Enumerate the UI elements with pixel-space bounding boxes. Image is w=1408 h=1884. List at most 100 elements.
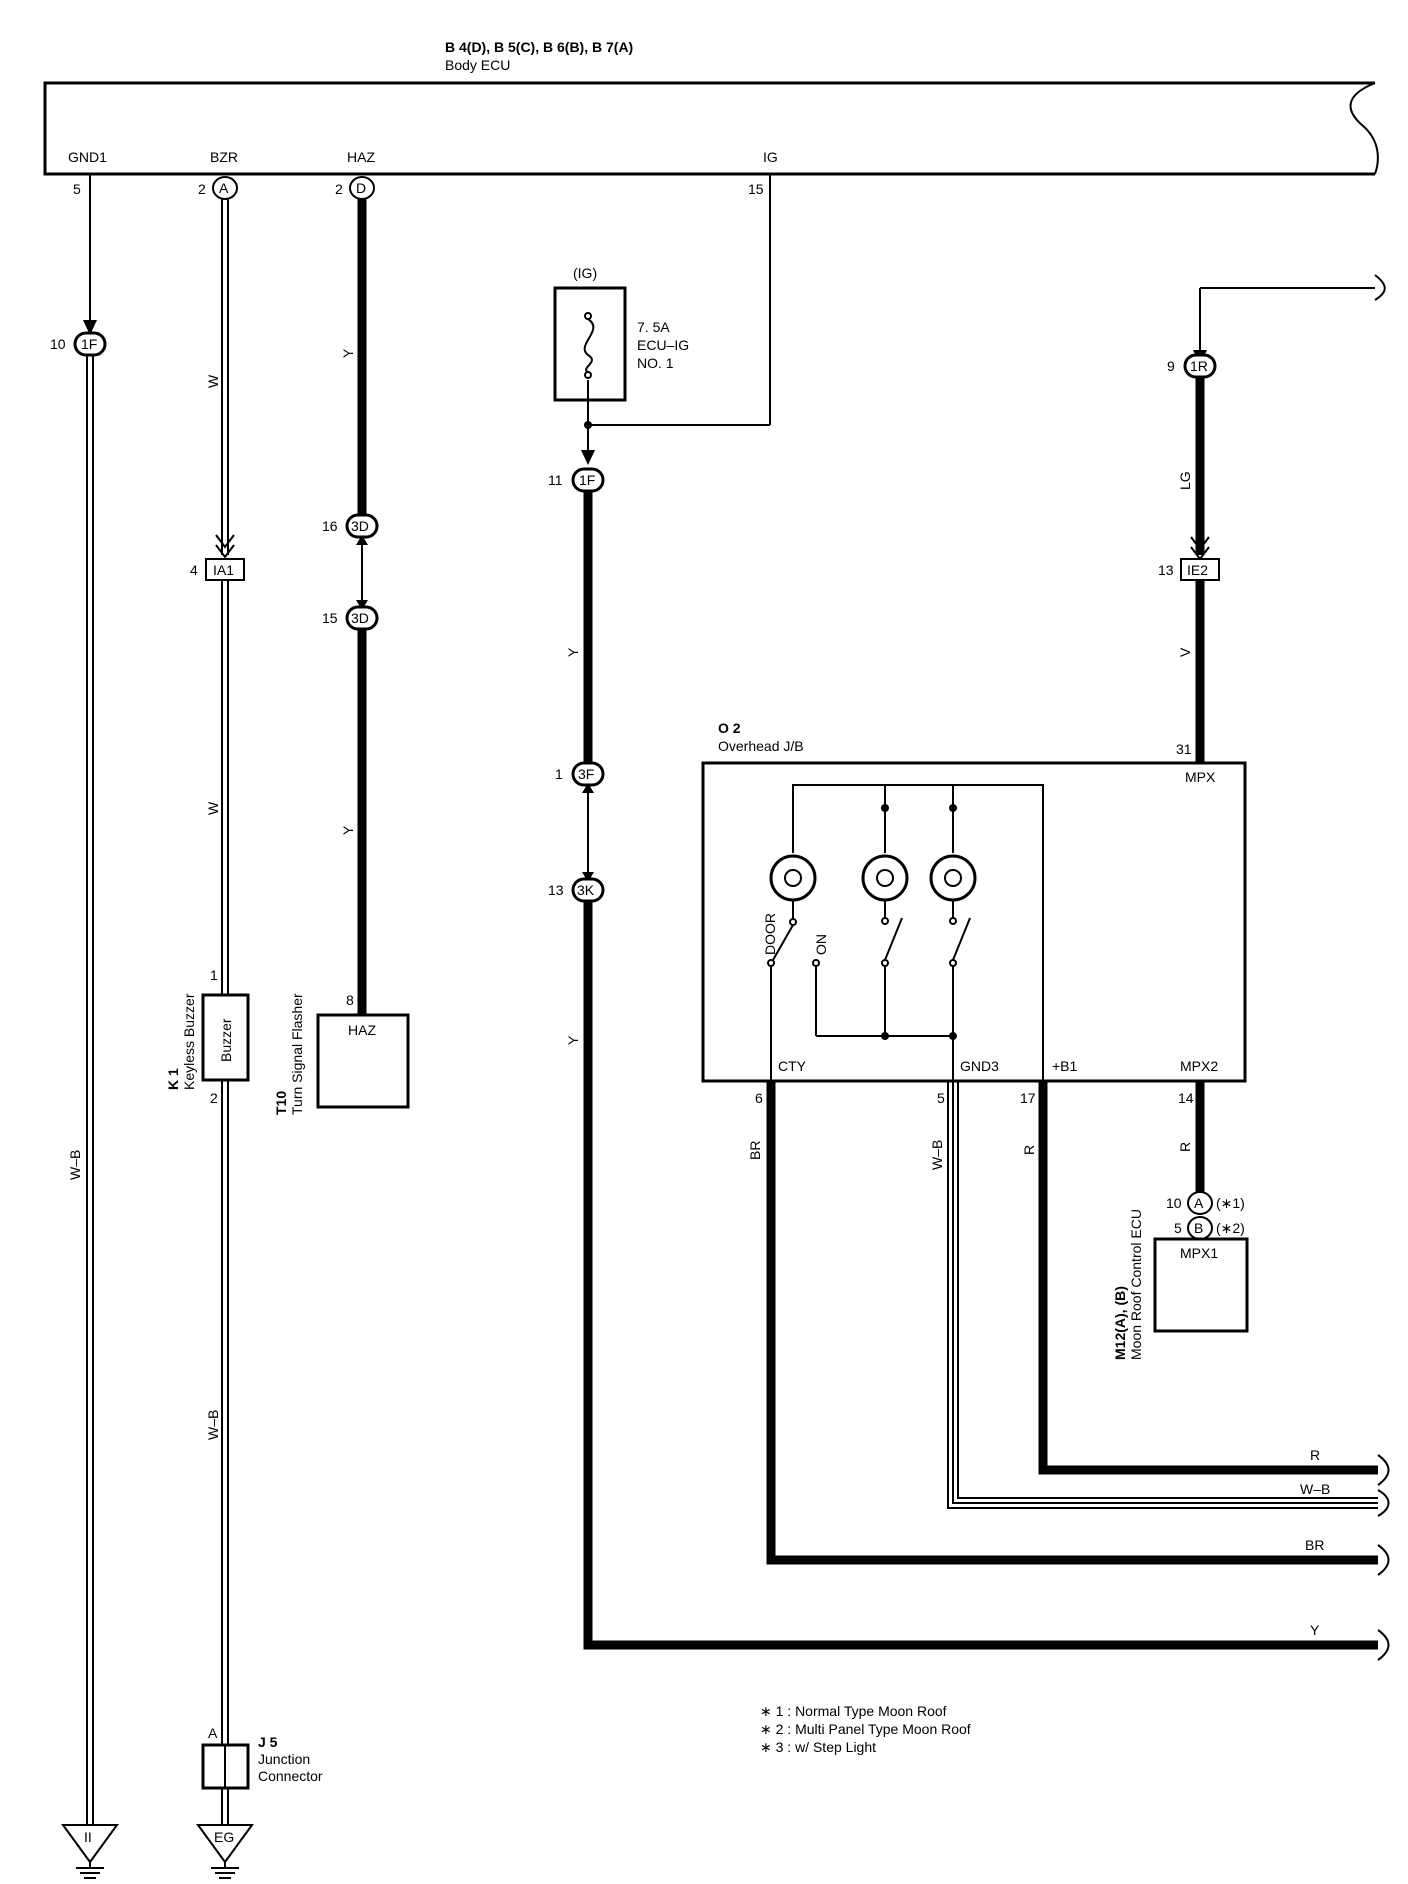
wire-label-r2: R (1177, 1142, 1193, 1152)
svg-text:9: 9 (1167, 358, 1175, 374)
svg-text:17: 17 (1020, 1090, 1036, 1106)
svg-text:A: A (1194, 1195, 1204, 1211)
svg-text:3D: 3D (351, 610, 369, 626)
svg-text:13: 13 (1158, 562, 1174, 578)
out-label-y: Y (1310, 1622, 1320, 1638)
svg-text:5: 5 (1174, 1220, 1182, 1236)
connector-ia1: IA1 4 (190, 558, 245, 581)
svg-text:(∗2): (∗2) (1216, 1220, 1245, 1236)
svg-text:Overhead J/B: Overhead J/B (718, 738, 804, 754)
svg-text:(∗1): (∗1) (1216, 1195, 1245, 1211)
svg-text:1F: 1F (579, 472, 595, 488)
wire-label-y2: Y (340, 825, 356, 835)
svg-text:D: D (356, 180, 366, 196)
ecu-name: Body ECU (445, 57, 510, 73)
svg-text:10: 10 (1166, 1195, 1182, 1211)
svg-text:A: A (219, 180, 229, 196)
svg-text:II: II (84, 1829, 92, 1845)
note-3: ∗ 3 : w/ Step Light (760, 1739, 876, 1755)
break-marks (1377, 1454, 1390, 1661)
wire-label-wb-buzzer: W–B (205, 1410, 221, 1440)
wire-mpx (1190, 274, 1386, 763)
ground-ii: II (61, 1824, 119, 1879)
wire-gnd3 (947, 1081, 1378, 1509)
svg-text:IE2: IE2 (1187, 562, 1208, 578)
junction-1r: 1R 9 (1167, 353, 1217, 379)
moon-roof-ecu: A 10 (∗1) B 5 (∗2) MPX1 M12(A), (B) Moon… (1112, 1191, 1249, 1360)
conn-bzr-a: A (212, 176, 238, 200)
wire-label-y3: Y (565, 647, 581, 657)
out-label-br: BR (1305, 1537, 1324, 1553)
svg-text:B: B (1194, 1220, 1203, 1236)
svg-text:(IG): (IG) (573, 265, 597, 281)
svg-text:Moon Roof Control ECU: Moon Roof Control ECU (1128, 1209, 1144, 1360)
svg-text:3D: 3D (351, 518, 369, 534)
svg-text:16: 16 (322, 518, 338, 534)
wire-bzr (215, 199, 235, 1825)
svg-text:3K: 3K (577, 882, 595, 898)
svg-text:8: 8 (346, 992, 354, 1008)
svg-text:10: 10 (50, 336, 66, 352)
wire-label-r1: R (1021, 1145, 1037, 1155)
svg-text:HAZ: HAZ (348, 1022, 376, 1038)
svg-text:Junction: Junction (258, 1751, 310, 1767)
svg-text:7. 5A: 7. 5A (637, 319, 670, 335)
svg-text:GND3: GND3 (960, 1058, 999, 1074)
pin-haz: 2 (335, 181, 343, 197)
svg-text:IA1: IA1 (213, 562, 234, 578)
junction-1f-right: 1F 11 (548, 467, 605, 493)
svg-text:CTY: CTY (778, 1058, 807, 1074)
svg-text:EG: EG (214, 1829, 234, 1845)
wire-haz (356, 199, 368, 1015)
svg-text:Turn Signal Flasher: Turn Signal Flasher (289, 993, 305, 1115)
pin-ig: 15 (748, 181, 764, 197)
terminal-haz: HAZ (347, 149, 375, 165)
wire-gnd1 (83, 174, 97, 1825)
wire-y-main (582, 491, 1378, 1650)
wire-label-w1: W (205, 374, 221, 388)
svg-text:2: 2 (210, 1090, 218, 1106)
wire-ig (581, 174, 771, 465)
out-label-wb: W–B (1300, 1481, 1330, 1497)
svg-text:K 1: K 1 (165, 1068, 181, 1090)
svg-text:3F: 3F (578, 766, 594, 782)
wire-label-y4: Y (565, 1035, 581, 1045)
wire-label-y1: Y (340, 348, 356, 358)
body-ecu-box (43, 81, 1379, 176)
svg-text:ECU–IG: ECU–IG (637, 337, 689, 353)
footnotes: ∗ 1 : Normal Type Moon Roof ∗ 2 : Multi … (760, 1703, 971, 1755)
fuse-ecu-ig: (IG) 7. 5A ECU–IG NO. 1 (553, 265, 689, 402)
pin-gnd1: 5 (73, 181, 81, 197)
turn-signal-flasher: HAZ 8 T10 Turn Signal Flasher (273, 992, 410, 1115)
terminal-ig: IG (763, 149, 778, 165)
wire-label-wb-gnd3: W–B (929, 1140, 945, 1170)
wire-label-wb-gnd1: W–B (67, 1150, 83, 1180)
svg-text:J 5: J 5 (258, 1734, 278, 1750)
svg-text:1: 1 (210, 967, 218, 983)
svg-text:DOOR: DOOR (762, 913, 778, 955)
ground-eg: EG (196, 1824, 254, 1879)
pin-bzr: 2 (198, 181, 206, 197)
svg-text:MPX: MPX (1185, 769, 1216, 785)
svg-text:1F: 1F (81, 336, 97, 352)
junction-connector-j5: A J 5 Junction Connector (201, 1725, 323, 1790)
svg-text:A: A (208, 1725, 218, 1741)
svg-text:13: 13 (548, 882, 564, 898)
junction-3d-15: 3D 15 (322, 605, 379, 631)
svg-text:MPX2: MPX2 (1180, 1058, 1218, 1074)
svg-text:T10: T10 (273, 1091, 289, 1115)
overhead-jb: O 2 Overhead J/B 31 MPX DOOR O (701, 720, 1247, 1106)
wire-br (766, 1081, 1378, 1565)
svg-text:NO. 1: NO. 1 (637, 355, 674, 371)
conn-haz-d: D (349, 176, 375, 200)
wire-b1 (1038, 1081, 1378, 1475)
svg-text:Connector: Connector (258, 1768, 323, 1784)
svg-text:Keyless Buzzer: Keyless Buzzer (181, 993, 197, 1090)
svg-text:ON: ON (813, 934, 829, 955)
note-1: ∗ 1 : Normal Type Moon Roof (760, 1703, 947, 1719)
terminal-gnd1: GND1 (68, 149, 107, 165)
wire-label-w2: W (205, 801, 221, 815)
wire-label-br-vert: BR (747, 1141, 763, 1160)
svg-text:1: 1 (555, 766, 563, 782)
